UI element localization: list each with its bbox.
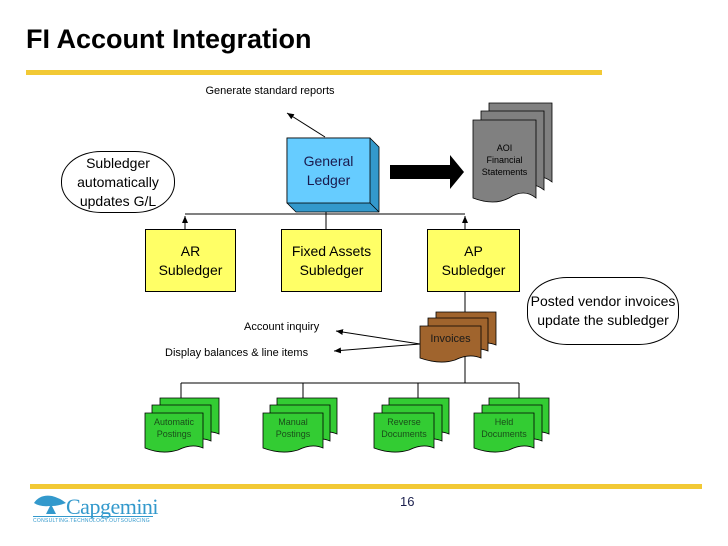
ar-line2: Subledger [158, 261, 223, 278]
arrow-display-balances [333, 343, 421, 354]
general-ledger-box: General Ledger [303, 152, 354, 188]
account-inquiry-label: Account inquiry [244, 321, 320, 333]
doc-line1: Manual [278, 417, 308, 427]
ar-line1: AR [180, 242, 201, 259]
arrow-account-inquiry [335, 329, 421, 345]
ar-subledger-box: AR Subledger [145, 229, 236, 292]
ap-subledger-box: AP Subledger [427, 229, 520, 292]
arrow-to-reports [286, 112, 326, 138]
doc-line1: Automatic [153, 417, 195, 427]
page-number: 16 [400, 494, 415, 509]
general-ledger-shape [286, 137, 380, 213]
page-title: FI Account Integration [26, 24, 312, 54]
ap-line2: Subledger [441, 261, 506, 278]
automatic-postings-stack [144, 397, 220, 453]
capgemini-logo-text: Capgemini [66, 494, 159, 519]
fa-line1: Fixed Assets [291, 242, 372, 259]
manual-postings-stack [262, 397, 338, 453]
doc-line2: Postings [275, 429, 311, 439]
invoices-stack [419, 311, 497, 363]
capgemini-logo-icon [34, 495, 66, 514]
statements-line2: Financial [486, 155, 523, 165]
display-balances-label: Display balances & line items [165, 347, 309, 359]
held-documents-stack [473, 397, 550, 453]
doc-line2: Documents [381, 429, 427, 439]
generate-reports-note: Generate standard reports [205, 85, 335, 97]
arrow-to-statements [390, 155, 464, 189]
footer-rule [30, 484, 702, 489]
title-rule [26, 70, 602, 75]
doc-line2: Documents [481, 429, 527, 439]
doc-line1: Held [494, 417, 514, 427]
financial-statements-stack [472, 102, 553, 203]
statements-line1: AOI [496, 143, 513, 153]
invoices-label: Invoices [430, 333, 471, 345]
doc-line1: Reverse [387, 417, 421, 427]
ap-line1: AP [464, 242, 483, 259]
capgemini-tagline: CONSULTING.TECHNOLOGY.OUTSOURCING [33, 516, 153, 524]
posted-vendor-note: Posted vendor invoices update the subled… [527, 277, 679, 345]
fa-line2: Subledger [299, 261, 364, 278]
doc-line2: Postings [156, 429, 192, 439]
reverse-documents-stack [373, 397, 450, 453]
financial-statements-label: AOI Financial Statements [473, 142, 536, 178]
statements-line3: Statements [481, 167, 528, 177]
subledger-updates-note: Subledger automatically updates G/L [61, 151, 175, 213]
